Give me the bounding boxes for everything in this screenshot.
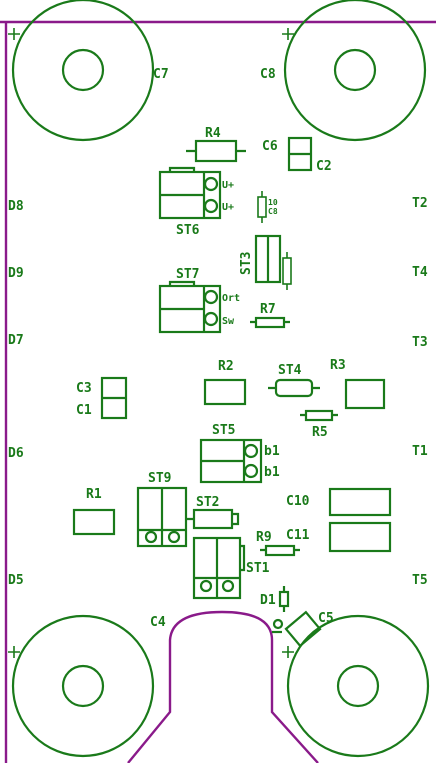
connector-ST2 xyxy=(186,508,240,530)
resistor-R2 xyxy=(203,378,247,406)
capacitor-C6-C2 xyxy=(287,136,313,172)
label-C6: C6 xyxy=(262,139,278,154)
resistor-R9 xyxy=(260,544,300,557)
label-C5: C5 xyxy=(318,611,334,626)
label-C10: C10 xyxy=(286,494,310,509)
small-parts-cluster xyxy=(257,191,292,290)
label-ST3: ST3 xyxy=(239,252,254,275)
label-D5: D5 xyxy=(8,573,24,588)
label-ST2: ST2 xyxy=(196,495,219,510)
label-R1: R1 xyxy=(86,487,102,502)
label-C8: C8 xyxy=(260,67,276,82)
resistor-R1 xyxy=(72,508,116,536)
label-b1-bottom: b1 xyxy=(264,465,280,480)
label-C1: C1 xyxy=(76,403,92,418)
label-ST5: ST5 xyxy=(212,423,235,438)
capacitor-small-c5 xyxy=(272,610,322,648)
label-T5: T5 xyxy=(412,573,428,588)
resistor-R5 xyxy=(300,409,338,422)
label-C2: C2 xyxy=(316,159,332,174)
label-R7: R7 xyxy=(260,302,276,317)
label-st6-pin1: U+ xyxy=(222,180,234,191)
resistor-R4 xyxy=(186,139,246,163)
label-R2: R2 xyxy=(218,359,234,374)
label-st7-pin1: Ort xyxy=(222,293,240,304)
label-D1: D1 xyxy=(260,593,276,608)
label-ST1: ST1 xyxy=(246,561,270,576)
label-C4: C4 xyxy=(150,615,166,630)
label-tiny-a: 10 xyxy=(268,198,278,207)
label-D9: D9 xyxy=(8,266,24,281)
label-R4: R4 xyxy=(205,126,221,141)
label-ST6: ST6 xyxy=(176,223,200,238)
label-C7: C7 xyxy=(153,67,169,82)
label-R5: R5 xyxy=(312,425,328,440)
capacitor-C7 xyxy=(11,0,155,142)
connector-ST9 xyxy=(136,486,188,548)
label-T4: T4 xyxy=(412,265,428,280)
label-R3: R3 xyxy=(330,358,346,373)
label-b1-top: b1 xyxy=(264,444,280,459)
label-C3: C3 xyxy=(76,381,92,396)
label-T1: T1 xyxy=(412,444,428,459)
label-C11: C11 xyxy=(286,528,310,543)
capacitor-C5 xyxy=(286,614,430,758)
resistor-R3 xyxy=(344,378,386,410)
connector-ST5 xyxy=(199,438,263,484)
connector-ST6 xyxy=(158,166,222,220)
label-D8: D8 xyxy=(8,199,24,214)
label-R9: R9 xyxy=(256,530,272,545)
capacitor-C8 xyxy=(283,0,427,142)
label-st7-pin2: Sw xyxy=(222,316,235,327)
label-T2: T2 xyxy=(412,196,428,211)
connector-ST4 xyxy=(268,378,320,398)
label-D6: D6 xyxy=(8,446,24,461)
label-T3: T3 xyxy=(412,335,428,350)
diode-D1 xyxy=(278,586,290,612)
label-ST9: ST9 xyxy=(148,471,171,486)
label-ST7: ST7 xyxy=(176,267,199,282)
label-ST4: ST4 xyxy=(278,363,302,378)
connector-ST1 xyxy=(192,536,246,600)
label-st6-pin2: U+ xyxy=(222,202,234,213)
capacitor-C11 xyxy=(328,521,392,553)
fiducial-marks xyxy=(8,28,294,658)
capacitor-C3-C1 xyxy=(100,376,128,420)
label-tiny-b: C8 xyxy=(268,207,278,216)
label-D7: D7 xyxy=(8,333,24,348)
capacitor-C4 xyxy=(11,614,155,758)
resistor-R7 xyxy=(250,316,290,329)
connector-ST7 xyxy=(158,280,222,334)
board-outline xyxy=(0,20,436,763)
capacitor-C10 xyxy=(328,487,392,517)
connector-ST3 xyxy=(254,234,282,284)
